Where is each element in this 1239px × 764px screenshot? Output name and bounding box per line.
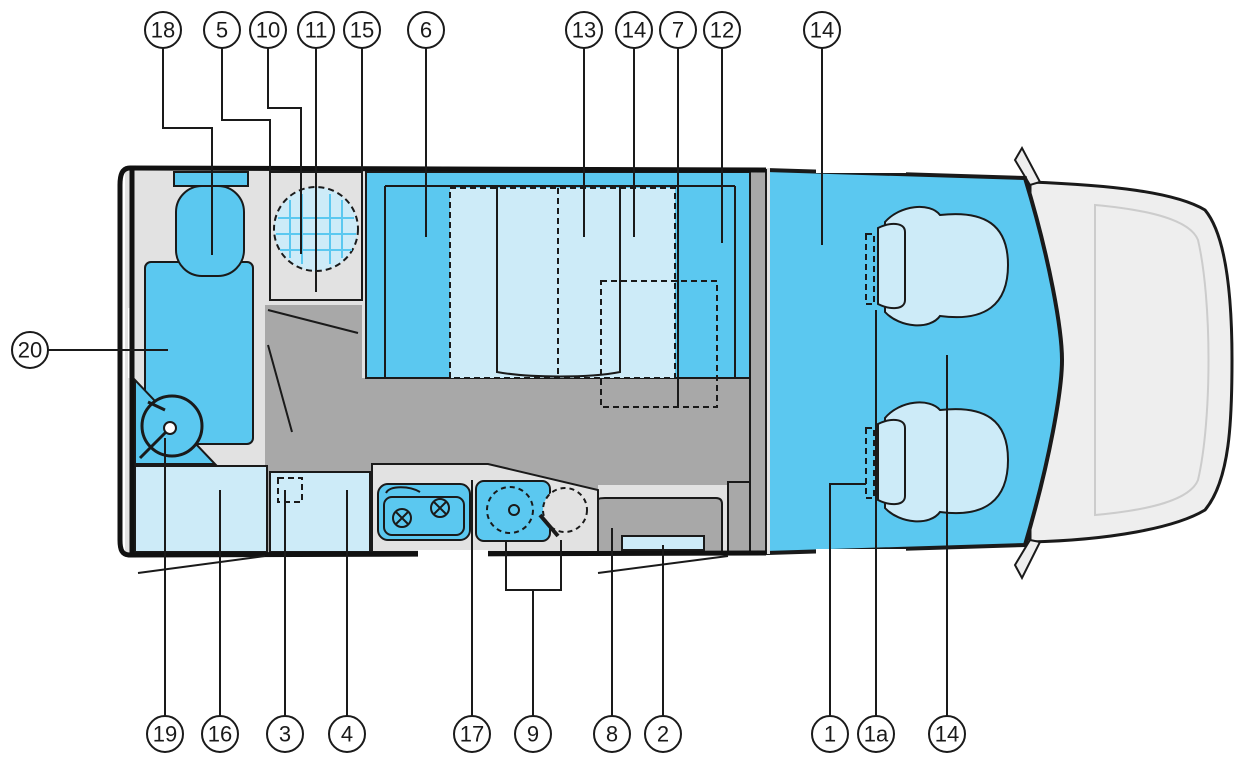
- svg-text:1: 1: [824, 722, 836, 747]
- callout-14-top-left: 14: [615, 11, 653, 49]
- svg-text:14: 14: [810, 18, 834, 43]
- svg-text:5: 5: [216, 18, 228, 43]
- callout-16: 16: [201, 715, 239, 753]
- svg-text:10: 10: [256, 18, 280, 43]
- cabinet-16: [134, 465, 268, 553]
- cabinet-3-4: [269, 471, 371, 553]
- svg-text:14: 14: [622, 18, 646, 43]
- callout-5: 5: [203, 11, 241, 49]
- callout-8: 8: [593, 715, 631, 753]
- callout-3: 3: [266, 715, 304, 753]
- callout-2: 2: [644, 715, 682, 753]
- svg-text:13: 13: [572, 18, 596, 43]
- bathroom: [134, 171, 265, 465]
- vehicle-cab: [1013, 145, 1234, 581]
- callout-12: 12: [703, 11, 741, 49]
- svg-text:18: 18: [151, 18, 175, 43]
- svg-text:11: 11: [305, 18, 328, 43]
- callout-11: 11: [297, 11, 335, 49]
- gas-burner-icon: [377, 483, 471, 541]
- callout-19: 19: [146, 715, 184, 753]
- svg-text:8: 8: [606, 722, 618, 747]
- svg-text:19: 19: [153, 722, 177, 747]
- svg-text:1a: 1a: [864, 722, 889, 747]
- shower-drain-icon: [138, 394, 204, 460]
- callout-9: 9: [514, 715, 552, 753]
- callout-13: 13: [565, 11, 603, 49]
- callout-14-bottom: 14: [928, 715, 966, 753]
- cab-seat-icon: [865, 401, 1010, 523]
- svg-text:14: 14: [935, 722, 959, 747]
- callout-18: 18: [144, 11, 182, 49]
- cab-seat-icon: [865, 205, 1010, 327]
- svg-text:6: 6: [420, 18, 432, 43]
- callout-10: 10: [249, 11, 287, 49]
- callout-15: 15: [343, 11, 381, 49]
- svg-text:12: 12: [710, 18, 734, 43]
- callout-14-top-right: 14: [803, 11, 841, 49]
- svg-text:16: 16: [208, 722, 232, 747]
- svg-text:2: 2: [657, 722, 669, 747]
- callout-6: 6: [407, 11, 445, 49]
- callout-20: 20: [11, 331, 49, 369]
- svg-text:9: 9: [527, 722, 539, 747]
- callout-7: 7: [659, 11, 697, 49]
- leader-lines: [48, 48, 948, 716]
- svg-text:15: 15: [350, 18, 374, 43]
- svg-text:7: 7: [672, 18, 684, 43]
- callout-1: 1: [811, 715, 849, 753]
- callout-4: 4: [328, 715, 366, 753]
- callout-1a: 1a: [857, 715, 895, 753]
- sink-icon: [475, 480, 588, 542]
- callout-17: 17: [453, 715, 491, 753]
- svg-text:4: 4: [341, 722, 353, 747]
- svg-text:3: 3: [279, 722, 291, 747]
- svg-text:17: 17: [460, 722, 484, 747]
- svg-text:20: 20: [18, 338, 42, 363]
